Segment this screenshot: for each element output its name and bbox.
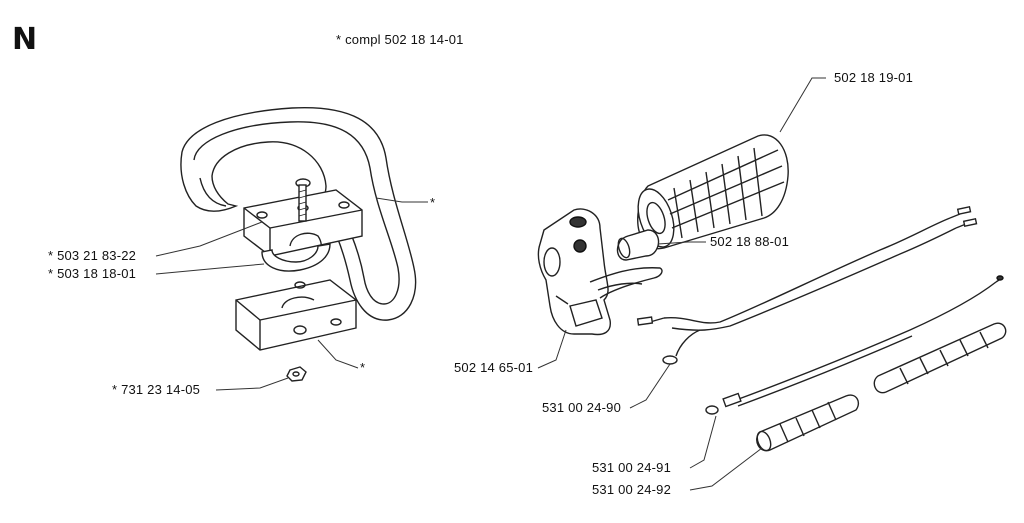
label-clamp-lower-asterisk: * — [360, 360, 366, 375]
spacer — [616, 229, 660, 261]
label-handle-asterisk: * — [430, 195, 436, 210]
loop-handle — [180, 106, 417, 321]
label-throttle-housing: 502 14 65-01 — [454, 360, 534, 375]
clamp-screw — [295, 178, 311, 222]
leader-lines — [155, 77, 826, 491]
wiring-harness — [636, 205, 978, 365]
upper-clamp — [243, 189, 363, 257]
throttle-housing — [537, 208, 663, 336]
throttle-cable — [705, 275, 1004, 415]
header-note: * compl 502 18 14-01 — [336, 32, 464, 47]
lower-clamp — [235, 279, 357, 351]
label-throttle-cable: 531 00 24-91 — [592, 460, 672, 475]
label-clamp-upper: * 503 21 83-22 — [48, 248, 137, 263]
nut — [286, 366, 307, 382]
label-spacer: 502 18 88-01 — [710, 234, 790, 249]
cable-sleeve — [756, 322, 1007, 452]
label-wiring-harness: 531 00 24-90 — [542, 400, 622, 415]
label-nut: * 731 23 14-05 — [112, 382, 201, 397]
section-letter: N — [12, 22, 38, 57]
label-throttle-grip-cover: 502 18 19-01 — [834, 70, 914, 85]
label-clamp-strap: * 503 18 18-01 — [48, 266, 137, 281]
throttle-grip-cover — [637, 134, 789, 250]
clamp-strap — [261, 243, 331, 272]
label-cable-sleeve: 531 00 24-92 — [592, 482, 672, 497]
